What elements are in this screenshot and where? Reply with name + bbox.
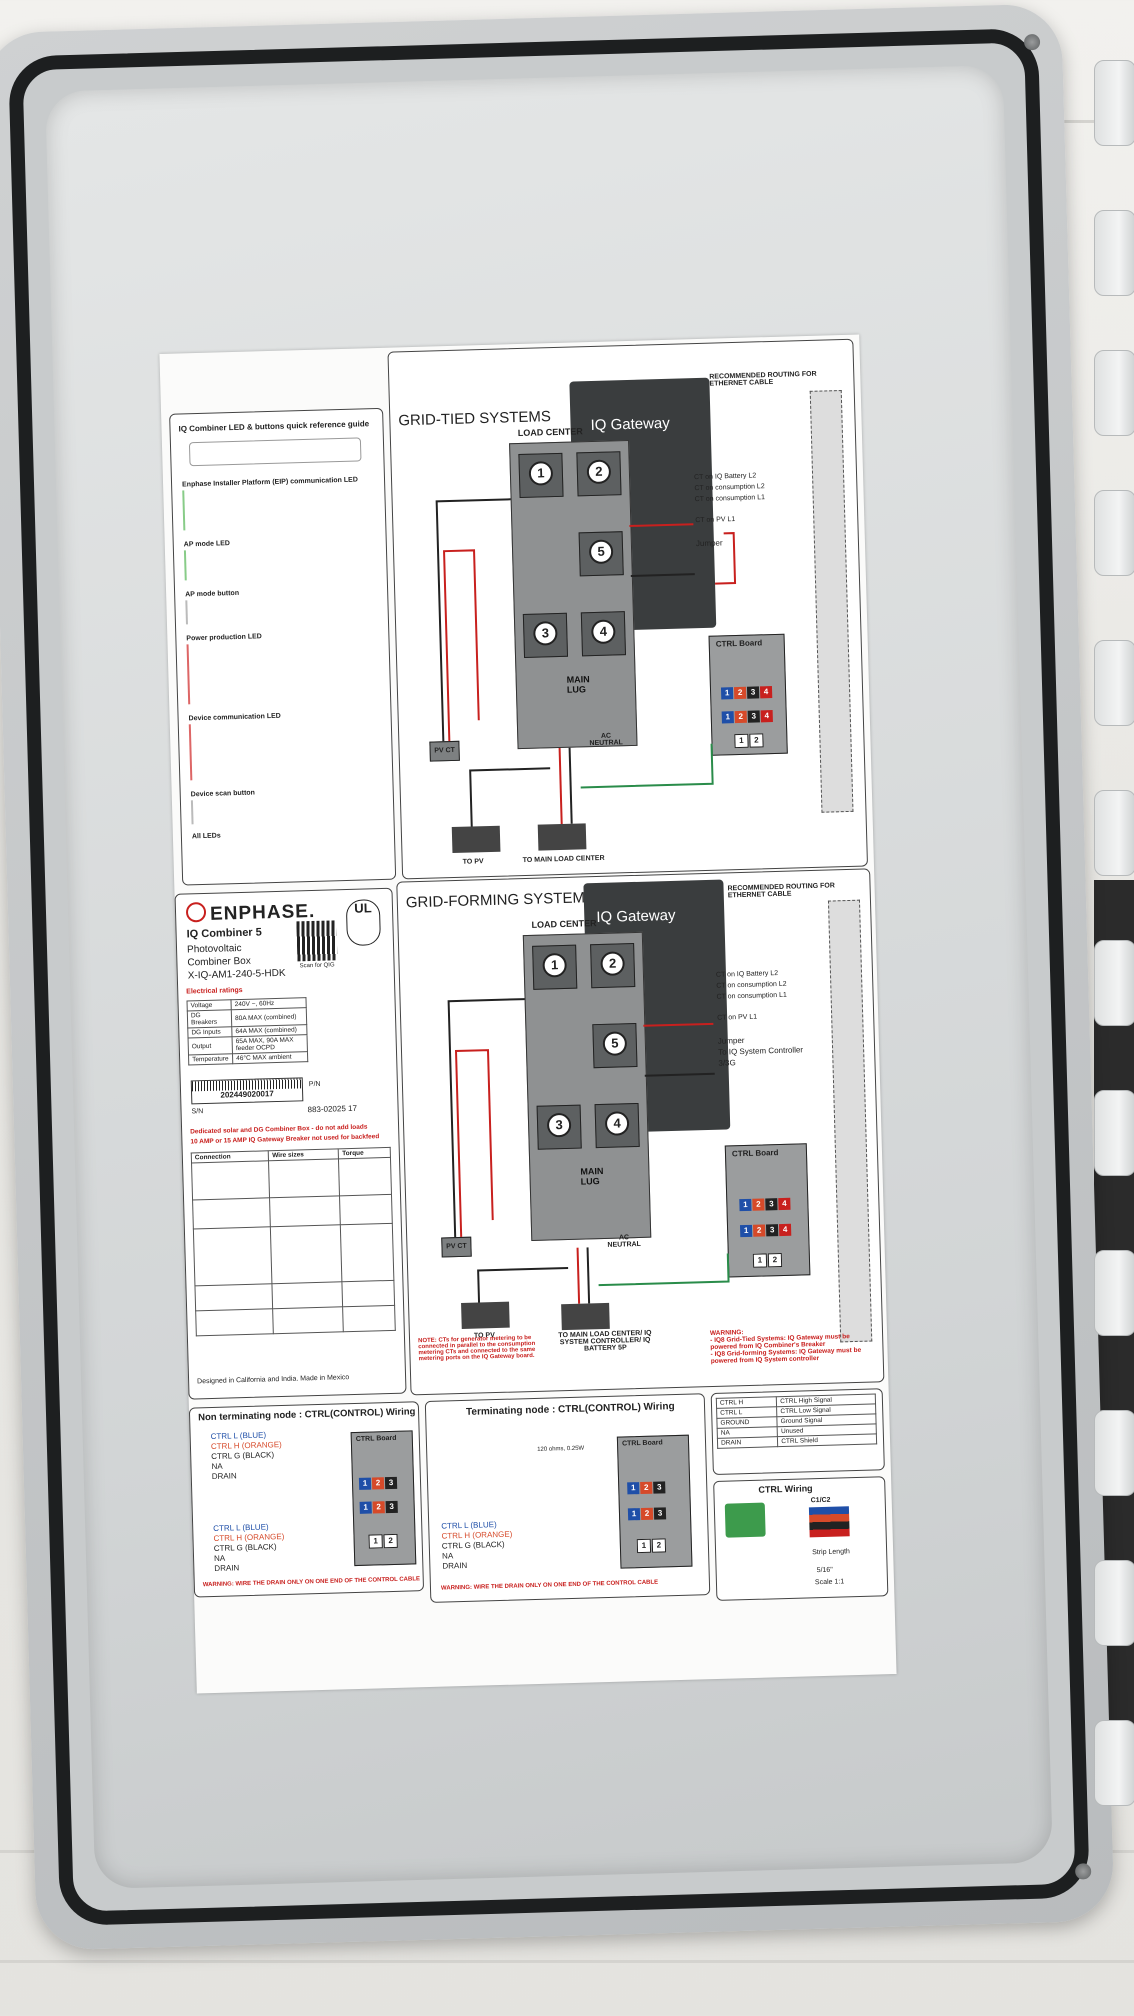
product-model: X-IQ-AM1-240-5-HDK — [187, 967, 286, 982]
non-terminating-panel: Non terminating node : CTRL(CONTROL) Wir… — [188, 1401, 425, 1598]
screw-icon — [1023, 33, 1041, 51]
serial-barcode: 202449020017 — [190, 1077, 304, 1105]
enphase-logo-icon — [185, 901, 207, 923]
non-term-title: Non terminating node : CTRL(CONTROL) Wir… — [197, 1406, 416, 1424]
qr-code-icon — [296, 920, 338, 962]
section-lines — [188, 718, 387, 781]
hinge — [1094, 210, 1134, 296]
hinge — [1094, 1410, 1134, 1496]
ctrl-wiring-title: CTRL Wiring — [758, 1483, 813, 1495]
term-wires: CTRL L (BLUE) CTRL H (ORANGE) CTRL G (BL… — [441, 1520, 513, 1571]
non-term-wires-top: CTRL L (BLUE) CTRL H (ORANGE) CTRL G (BL… — [210, 1430, 282, 1482]
screw-icon — [1074, 1863, 1092, 1880]
hinge — [1094, 1720, 1134, 1806]
section-lines — [182, 484, 380, 531]
siding-line — [0, 1960, 1134, 1963]
product-desc1: Photovoltaic — [186, 942, 242, 956]
product-name: IQ Combiner 5 — [186, 926, 262, 941]
green-connector-icon — [724, 1502, 766, 1538]
non-term-warning: WARNING: WIRE THE DRAIN ONLY ON ONE END … — [202, 1576, 421, 1589]
ctrl-wiring-panel: CTRL Wiring C1/C2 Strip Length 5/16" Sca… — [713, 1476, 889, 1601]
ratings-title: Electrical ratings — [186, 986, 243, 996]
ul-logo-icon: UL — [345, 899, 382, 947]
hinge — [1094, 640, 1134, 726]
hinge — [1094, 350, 1134, 436]
section-lines — [186, 638, 385, 705]
hinge — [1094, 790, 1134, 876]
quick-ref-title: IQ Combiner LED & buttons quick referenc… — [178, 419, 370, 434]
backfeed-warning: 10 AMP or 15 AMP IQ Gateway Breaker not … — [190, 1133, 380, 1146]
grid-tied-panel: GRID-TIED SYSTEMS IQ Gateway RECOMMENDED… — [387, 338, 869, 880]
strip-length-label: Strip Length — [812, 1548, 850, 1557]
hinge — [1094, 1090, 1134, 1176]
quick-reference-panel: IQ Combiner LED & buttons quick referenc… — [169, 407, 397, 886]
c1c2-label: C1/C2 — [810, 1496, 831, 1505]
resistor-label: 120 ohms, 0.25W — [537, 1445, 585, 1453]
sn-label: S/N — [191, 1108, 204, 1116]
terminating-panel: Terminating node : CTRL(CONTROL) Wiring … — [424, 1393, 711, 1603]
hinge — [1094, 490, 1134, 576]
section-lines — [183, 544, 381, 581]
scale-label: Scale 1:1 — [814, 1578, 845, 1587]
wiring-label: IQ Combiner LED & buttons quick referenc… — [159, 334, 897, 1694]
product-panel: ENPHASE. UL IQ Combiner 5 Photovoltaic C… — [174, 887, 407, 1400]
product-desc2: Combiner Box — [187, 955, 251, 969]
pn-value: 883-02025 17 — [307, 1103, 358, 1115]
hinge — [1094, 940, 1134, 1026]
term-title: Terminating node : CTRL(CONTROL) Wiring — [465, 1401, 675, 1418]
non-term-wires-bottom: CTRL L (BLUE) CTRL H (ORANGE) CTRL G (BL… — [213, 1522, 285, 1573]
made-in-label: Designed in California and India. Made i… — [197, 1374, 350, 1386]
led-strip-icon — [188, 437, 362, 467]
scan-label: Scan for QIG — [299, 962, 335, 970]
hinge — [1094, 1560, 1134, 1646]
pn-label: P/N — [308, 1080, 321, 1089]
section-all-leds: All LEDs — [191, 832, 221, 841]
wire-color-key — [808, 1506, 850, 1538]
grid-forming-wires — [447, 998, 730, 1304]
term-warning: WARNING: WIRE THE DRAIN ONLY ON ONE END … — [440, 1579, 659, 1592]
grid-tied-wires — [435, 498, 737, 827]
hinge — [1094, 1250, 1134, 1336]
hinge — [1094, 60, 1134, 146]
grid-forming-panel: GRID-FORMING SYSTEMS IQ Gateway RECOMMEN… — [396, 868, 885, 1396]
strip-length-value: 5/16" — [816, 1566, 833, 1575]
